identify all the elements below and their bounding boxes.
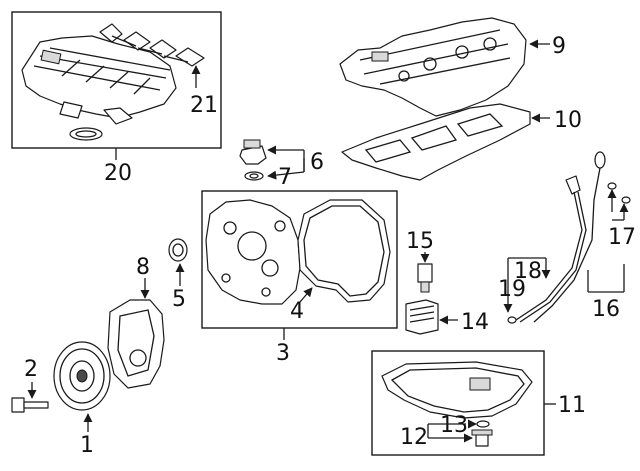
callout-14: 14 <box>461 310 489 335</box>
oil-pressure-sensor <box>417 263 433 293</box>
dipstick <box>533 151 606 323</box>
callout-1: 1 <box>80 433 94 458</box>
callout-15: 15 <box>406 229 434 254</box>
intake-gasket <box>99 23 205 67</box>
oil-filter <box>405 299 439 335</box>
dipstick-seals <box>607 182 631 204</box>
callout-10: 10 <box>554 108 582 133</box>
engine-front-cover <box>107 299 165 389</box>
timing-cover-box <box>201 190 398 329</box>
callout-9: 9 <box>552 34 566 59</box>
crankshaft-pulley <box>53 341 111 411</box>
crankshaft-pulley-bolt <box>11 397 49 413</box>
callout-13: 13 <box>440 413 468 438</box>
callout-8: 8 <box>136 255 150 280</box>
callout-17: 17 <box>608 225 636 250</box>
callout-7: 7 <box>278 165 292 190</box>
oil-pan-box <box>371 350 545 456</box>
callout-20: 20 <box>104 161 132 186</box>
callout-2: 2 <box>24 357 38 382</box>
callout-16: 16 <box>592 297 620 322</box>
timing-cover-gasket <box>297 199 391 303</box>
callout-18: 18 <box>514 259 542 284</box>
oil-filler-seal <box>244 171 264 181</box>
drain-plug-gasket <box>476 420 490 428</box>
valve-cover <box>339 17 527 117</box>
crankshaft-front-seal <box>168 238 188 262</box>
callout-21: 21 <box>190 93 218 118</box>
drain-plug <box>471 429 493 447</box>
oil-pan <box>381 361 533 419</box>
callout-3: 3 <box>276 341 290 366</box>
valve-cover-gasket <box>341 103 531 181</box>
callout-4: 4 <box>290 299 304 324</box>
callout-19: 19 <box>498 277 526 302</box>
callout-11: 11 <box>558 393 586 418</box>
callout-12: 12 <box>400 425 428 450</box>
callout-6: 6 <box>310 150 324 175</box>
throttle-seal <box>69 127 103 141</box>
oil-filler-cap <box>239 139 267 165</box>
intake-manifold <box>21 35 177 125</box>
dipstick-tube <box>507 175 587 324</box>
callout-5: 5 <box>172 287 186 312</box>
timing-cover <box>205 199 301 305</box>
